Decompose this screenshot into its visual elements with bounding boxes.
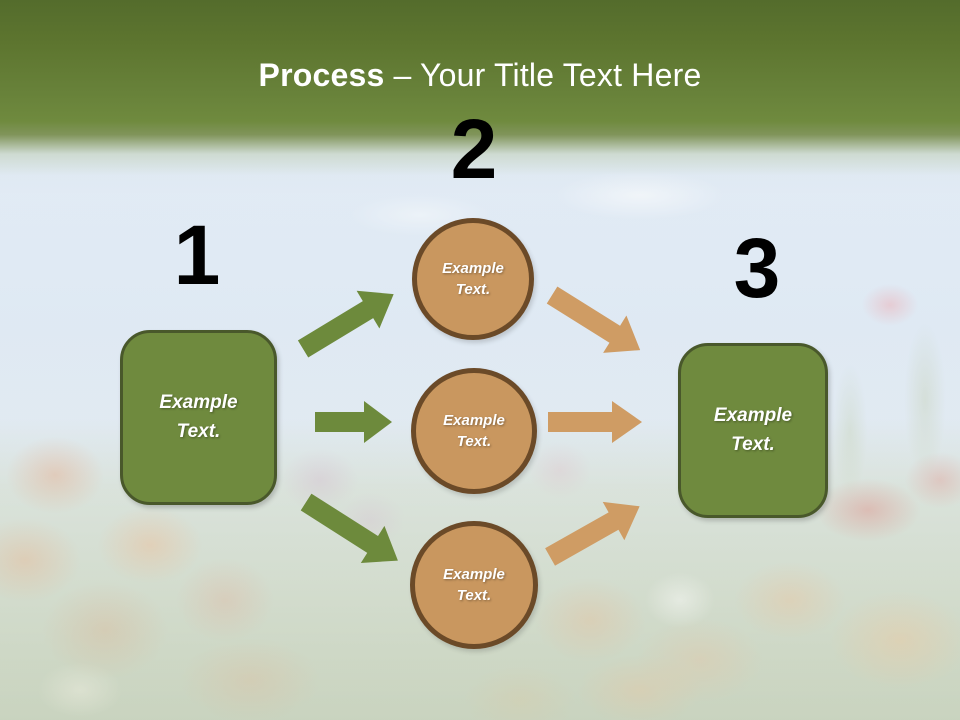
slide-title-subtitle: – Your Title Text Here	[393, 57, 702, 93]
slide-title-keyword: Process	[258, 57, 385, 93]
step1-box-label: Example Text.	[159, 392, 238, 442]
step3-box-label: Example Text.	[713, 405, 793, 455]
step3-green-box: Example Text.	[678, 343, 828, 518]
step2-circle-top: Example Text.	[412, 218, 534, 340]
orange-arrow-right-icon	[548, 401, 642, 443]
step1-green-box: Example Text.	[120, 330, 277, 505]
green-arrow-up-right-icon	[297, 290, 394, 358]
step2-circle-top-label: Example Text.	[442, 260, 504, 298]
step-number-1: 1	[173, 208, 221, 302]
green-arrow-down-right-icon	[300, 493, 398, 564]
step-number-3: 3	[733, 221, 781, 315]
step2-circle-middle-label: Example Text.	[443, 412, 505, 450]
step-number-2: 2	[450, 102, 498, 196]
orange-arrow-up-right-icon	[545, 501, 640, 566]
header-green-gradient-band	[0, 0, 960, 195]
slide-title: Process– Your Title Text Here	[0, 56, 960, 94]
orange-arrow-down-right-icon	[546, 286, 641, 353]
green-arrow-right-icon	[315, 401, 392, 443]
step2-circle-bottom-label: Example Text.	[443, 566, 505, 604]
step2-circle-bottom: Example Text.	[410, 521, 538, 649]
step2-circle-middle: Example Text.	[411, 368, 537, 494]
